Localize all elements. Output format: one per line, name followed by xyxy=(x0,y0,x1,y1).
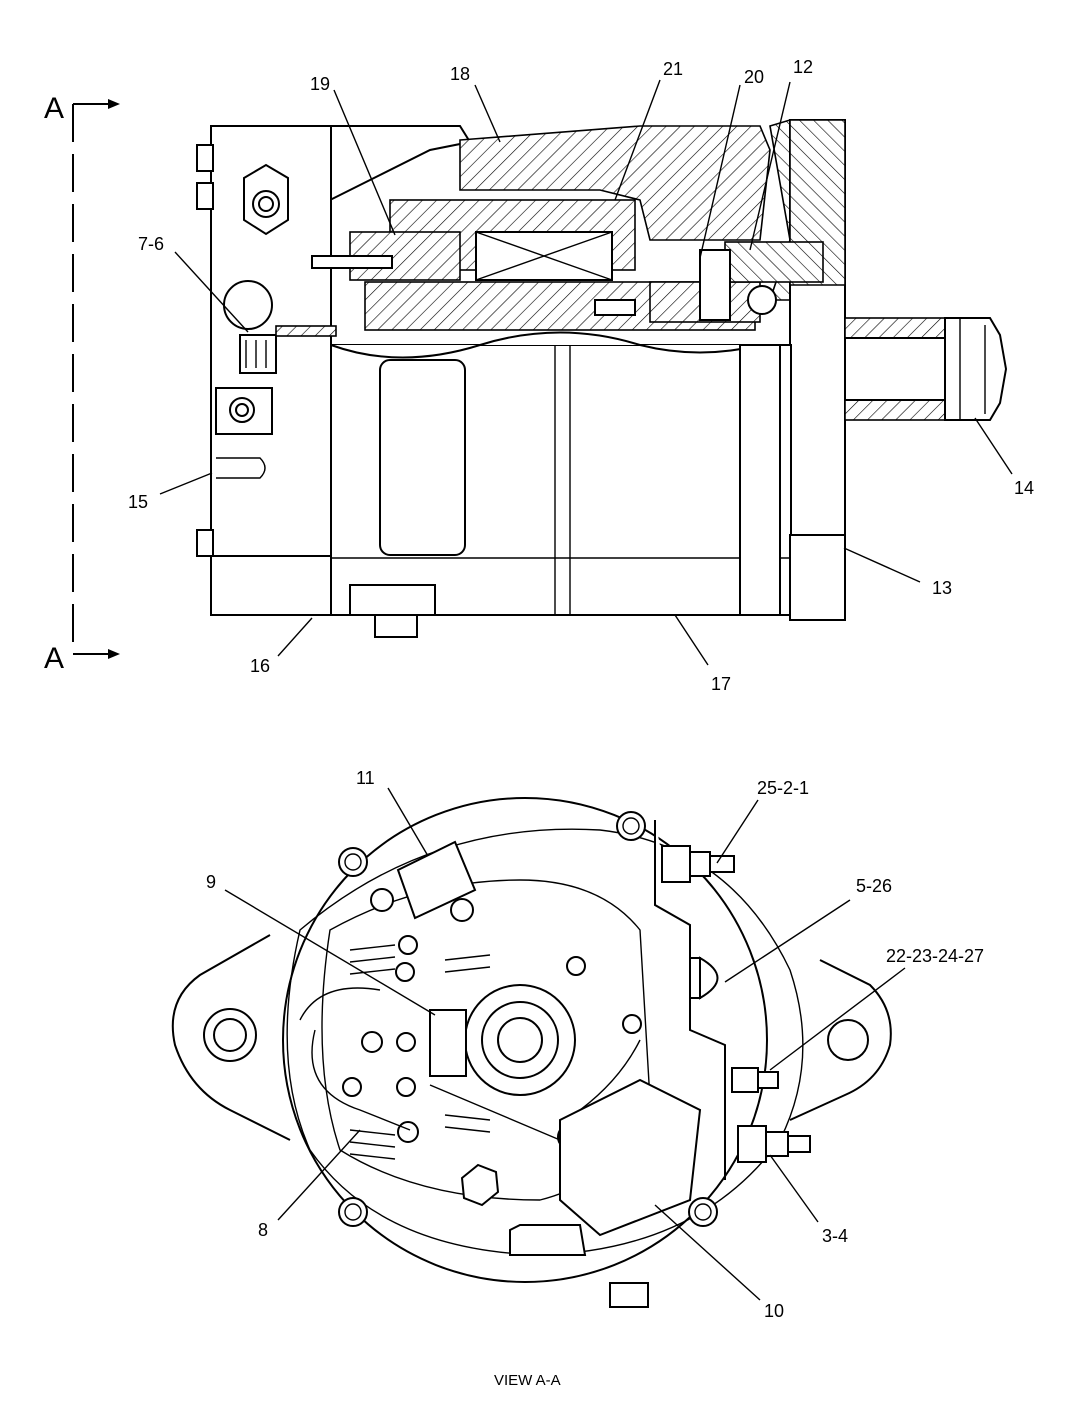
callout-19: 19 xyxy=(310,74,330,94)
callout-21: 21 xyxy=(663,59,683,79)
callout-9: 9 xyxy=(206,872,216,892)
view-caption: VIEW A-A xyxy=(494,1372,561,1389)
callout-25-2-1: 25-2-1 xyxy=(757,778,809,798)
callout-10: 10 xyxy=(764,1301,784,1321)
callout-22-23-24-27: 22-23-24-27 xyxy=(886,946,984,966)
callout-13: 13 xyxy=(932,578,952,598)
callout-16: 16 xyxy=(250,656,270,676)
callout-15: 15 xyxy=(128,492,148,512)
callout-17: 17 xyxy=(711,674,731,694)
alternator-end-view xyxy=(171,797,892,1308)
section-line-a-a xyxy=(72,99,120,659)
callout-14: 14 xyxy=(1014,478,1034,498)
callout-3-4: 3-4 xyxy=(822,1226,848,1246)
section-label-top: A xyxy=(44,92,64,125)
leader-lines-upper xyxy=(159,79,1013,666)
callout-18: 18 xyxy=(450,64,470,84)
callout-11: 11 xyxy=(356,768,375,788)
callout-5-26: 5-26 xyxy=(856,876,892,896)
callout-7-6: 7-6 xyxy=(138,234,164,254)
callout-20: 20 xyxy=(744,67,764,87)
section-label-bottom: A xyxy=(44,642,64,675)
callout-12: 12 xyxy=(793,57,813,77)
callout-8: 8 xyxy=(258,1220,268,1240)
leader-lines-lower xyxy=(224,787,906,1301)
alternator-side-section-view xyxy=(196,119,1008,638)
